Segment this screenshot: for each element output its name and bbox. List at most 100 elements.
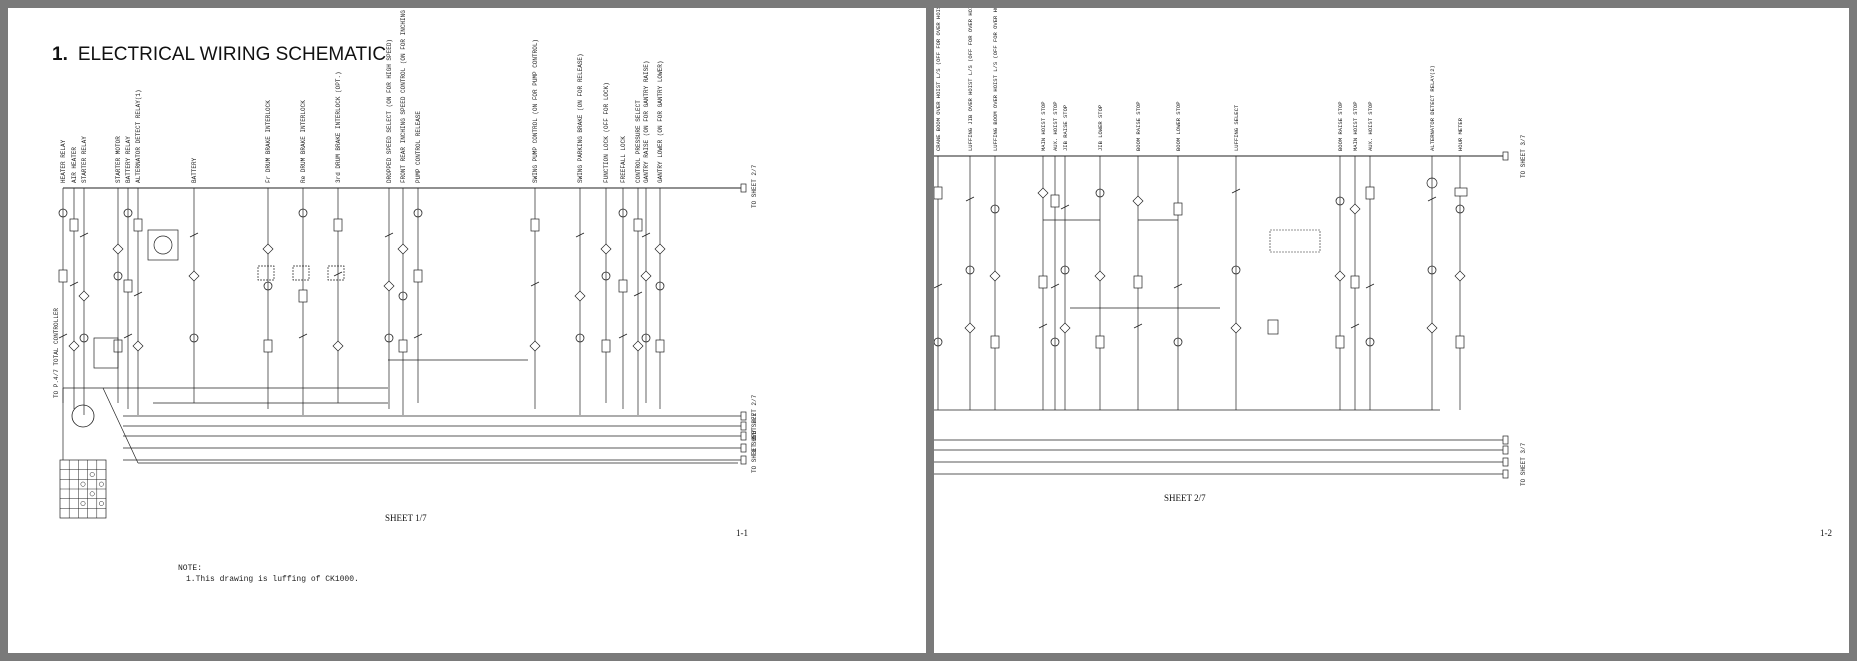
interlock-box xyxy=(257,265,275,281)
diode-symbol xyxy=(1132,195,1144,207)
sheet-connector xyxy=(1502,151,1509,161)
luffing-relay-box xyxy=(1267,319,1279,335)
connector-symbol xyxy=(1050,194,1060,208)
component-label: CRANE BOOM OVER HOIST L/S (OFF FOR OVER … xyxy=(935,8,942,151)
key-switch-symbol xyxy=(71,404,95,428)
component-label: AIR HEATER xyxy=(71,147,78,183)
connector-symbol xyxy=(413,269,423,283)
component-label: JIB LOWER STOP xyxy=(1097,105,1104,151)
switch-contact-symbol xyxy=(1173,283,1183,289)
switch-contact-symbol xyxy=(1038,323,1048,329)
to-sheet-label: TO SHEET 2/7 xyxy=(751,429,758,473)
connector-symbol xyxy=(633,218,643,232)
diode-symbol xyxy=(1334,270,1346,282)
sheet-connector xyxy=(1502,469,1509,479)
component-label: BOOM RAISE STOP xyxy=(1135,101,1142,151)
relay-coil-symbol xyxy=(113,271,123,281)
relay-coil-symbol xyxy=(79,333,89,343)
component-label: PUMP CONTROL RELEASE xyxy=(415,111,422,183)
diode-symbol xyxy=(332,340,344,352)
diode-symbol xyxy=(632,340,644,352)
component-label: BATTERY xyxy=(191,157,198,183)
page-number: 1-2 xyxy=(1820,528,1832,538)
connector-symbol xyxy=(530,218,540,232)
diode-symbol xyxy=(1426,322,1438,334)
sheet-connector xyxy=(1502,457,1509,467)
diode-symbol xyxy=(1349,203,1361,215)
diode-symbol xyxy=(1454,270,1466,282)
relay-coil-symbol xyxy=(601,271,611,281)
switch-contact-symbol xyxy=(298,333,308,339)
connector-symbol xyxy=(263,339,273,353)
switch-contact-symbol xyxy=(530,281,540,287)
ground-wire xyxy=(102,387,139,464)
switch-contact-symbol xyxy=(618,333,628,339)
sheet-connector xyxy=(740,443,747,453)
relay-coil-symbol xyxy=(934,337,943,347)
component-label: MAIN HOIST STOP xyxy=(1352,101,1359,151)
diode-symbol xyxy=(529,340,541,352)
diode-symbol xyxy=(600,243,612,255)
switch-contact-symbol xyxy=(413,333,423,339)
diode-symbol xyxy=(397,243,409,255)
to-sheet-label: TO SHEET 2/7 xyxy=(751,412,758,456)
sheet-number: SHEET 1/7 xyxy=(385,513,427,523)
component-label: BATTERY RELAY xyxy=(125,136,132,183)
component-label: SWING PARKING BRAKE (ON FOR RELEASE) xyxy=(577,53,584,183)
diode-symbol xyxy=(964,322,976,334)
relay-coil-symbol xyxy=(384,333,394,343)
component-label: BOOM LOWER STOP xyxy=(1175,101,1182,151)
switch-contact-symbol xyxy=(1133,323,1143,329)
relay-coil-symbol xyxy=(298,208,308,218)
diode-symbol xyxy=(1230,322,1242,334)
relay-coil-symbol xyxy=(990,204,1000,214)
component-label: BOOM RAISE STOP xyxy=(1337,101,1344,151)
connector-symbol xyxy=(1133,275,1143,289)
relay-coil-symbol xyxy=(575,333,585,343)
diode-symbol xyxy=(262,243,274,255)
component-label: ALTERNATOR DETECT RELAY(1) xyxy=(135,89,142,183)
component-label: ALTERNATOR DETECT RELAY(2) xyxy=(1429,65,1436,151)
connector-symbol xyxy=(1455,335,1465,349)
connector-symbol xyxy=(601,339,611,353)
alternator-symbol xyxy=(147,229,179,261)
connector-symbol xyxy=(990,335,1000,349)
page-number: 1-1 xyxy=(736,528,748,538)
alternator-relay-symbol xyxy=(1426,177,1438,189)
sheet-connector xyxy=(740,421,747,431)
relay-coil-symbol xyxy=(123,208,133,218)
sheet-number: SHEET 2/7 xyxy=(1164,493,1206,503)
table-mark xyxy=(98,481,104,487)
relay-coil-symbol xyxy=(965,265,975,275)
component-label: AUX. HOIST STOP xyxy=(1052,101,1059,151)
switch-contact-symbol xyxy=(1060,204,1070,210)
switch-contact-symbol xyxy=(133,291,143,297)
component-label: GANTRY RAISE (ON FOR GANTRY RAISE) xyxy=(643,61,650,183)
relay-coil-symbol xyxy=(1095,188,1105,198)
sheet-connector xyxy=(1502,445,1509,455)
relay-coil-symbol xyxy=(1427,265,1437,275)
sheet-2: ANTI TWO BLOCK L/S (JIB MAIN)ANTI TWO BL… xyxy=(934,8,1849,653)
sheet-connector xyxy=(740,183,747,193)
interlock-box xyxy=(327,265,345,281)
component-label: CONTROL PRESSURE SELECT xyxy=(635,100,642,183)
switch-contact-symbol xyxy=(58,333,68,339)
connector-symbol xyxy=(1095,335,1105,349)
connector-symbol xyxy=(1335,335,1345,349)
switch-contact-symbol xyxy=(633,291,643,297)
note: NOTE: 1.This drawing is luffing of CK100… xyxy=(178,564,359,584)
hour-meter-symbol xyxy=(1454,187,1468,197)
relay-coil-symbol xyxy=(1231,265,1241,275)
relay-module-symbol xyxy=(93,337,119,369)
to-sheet-label: TO SHEET 2/7 xyxy=(751,394,758,438)
diode-symbol xyxy=(383,280,395,292)
diode-symbol xyxy=(989,270,1001,282)
table-mark xyxy=(80,481,86,487)
to-sheet-label: TO SHEET 3/7 xyxy=(1520,134,1527,178)
component-label: LUFFING BOOM OVER HOIST L/S (OFF FOR OVE… xyxy=(992,8,999,151)
relay-coil-symbol xyxy=(413,208,423,218)
relay-coil-symbol xyxy=(398,291,408,301)
relay-coil-symbol xyxy=(1050,337,1060,347)
relay-coil-symbol xyxy=(189,333,199,343)
switch-contact-symbol xyxy=(1050,283,1060,289)
